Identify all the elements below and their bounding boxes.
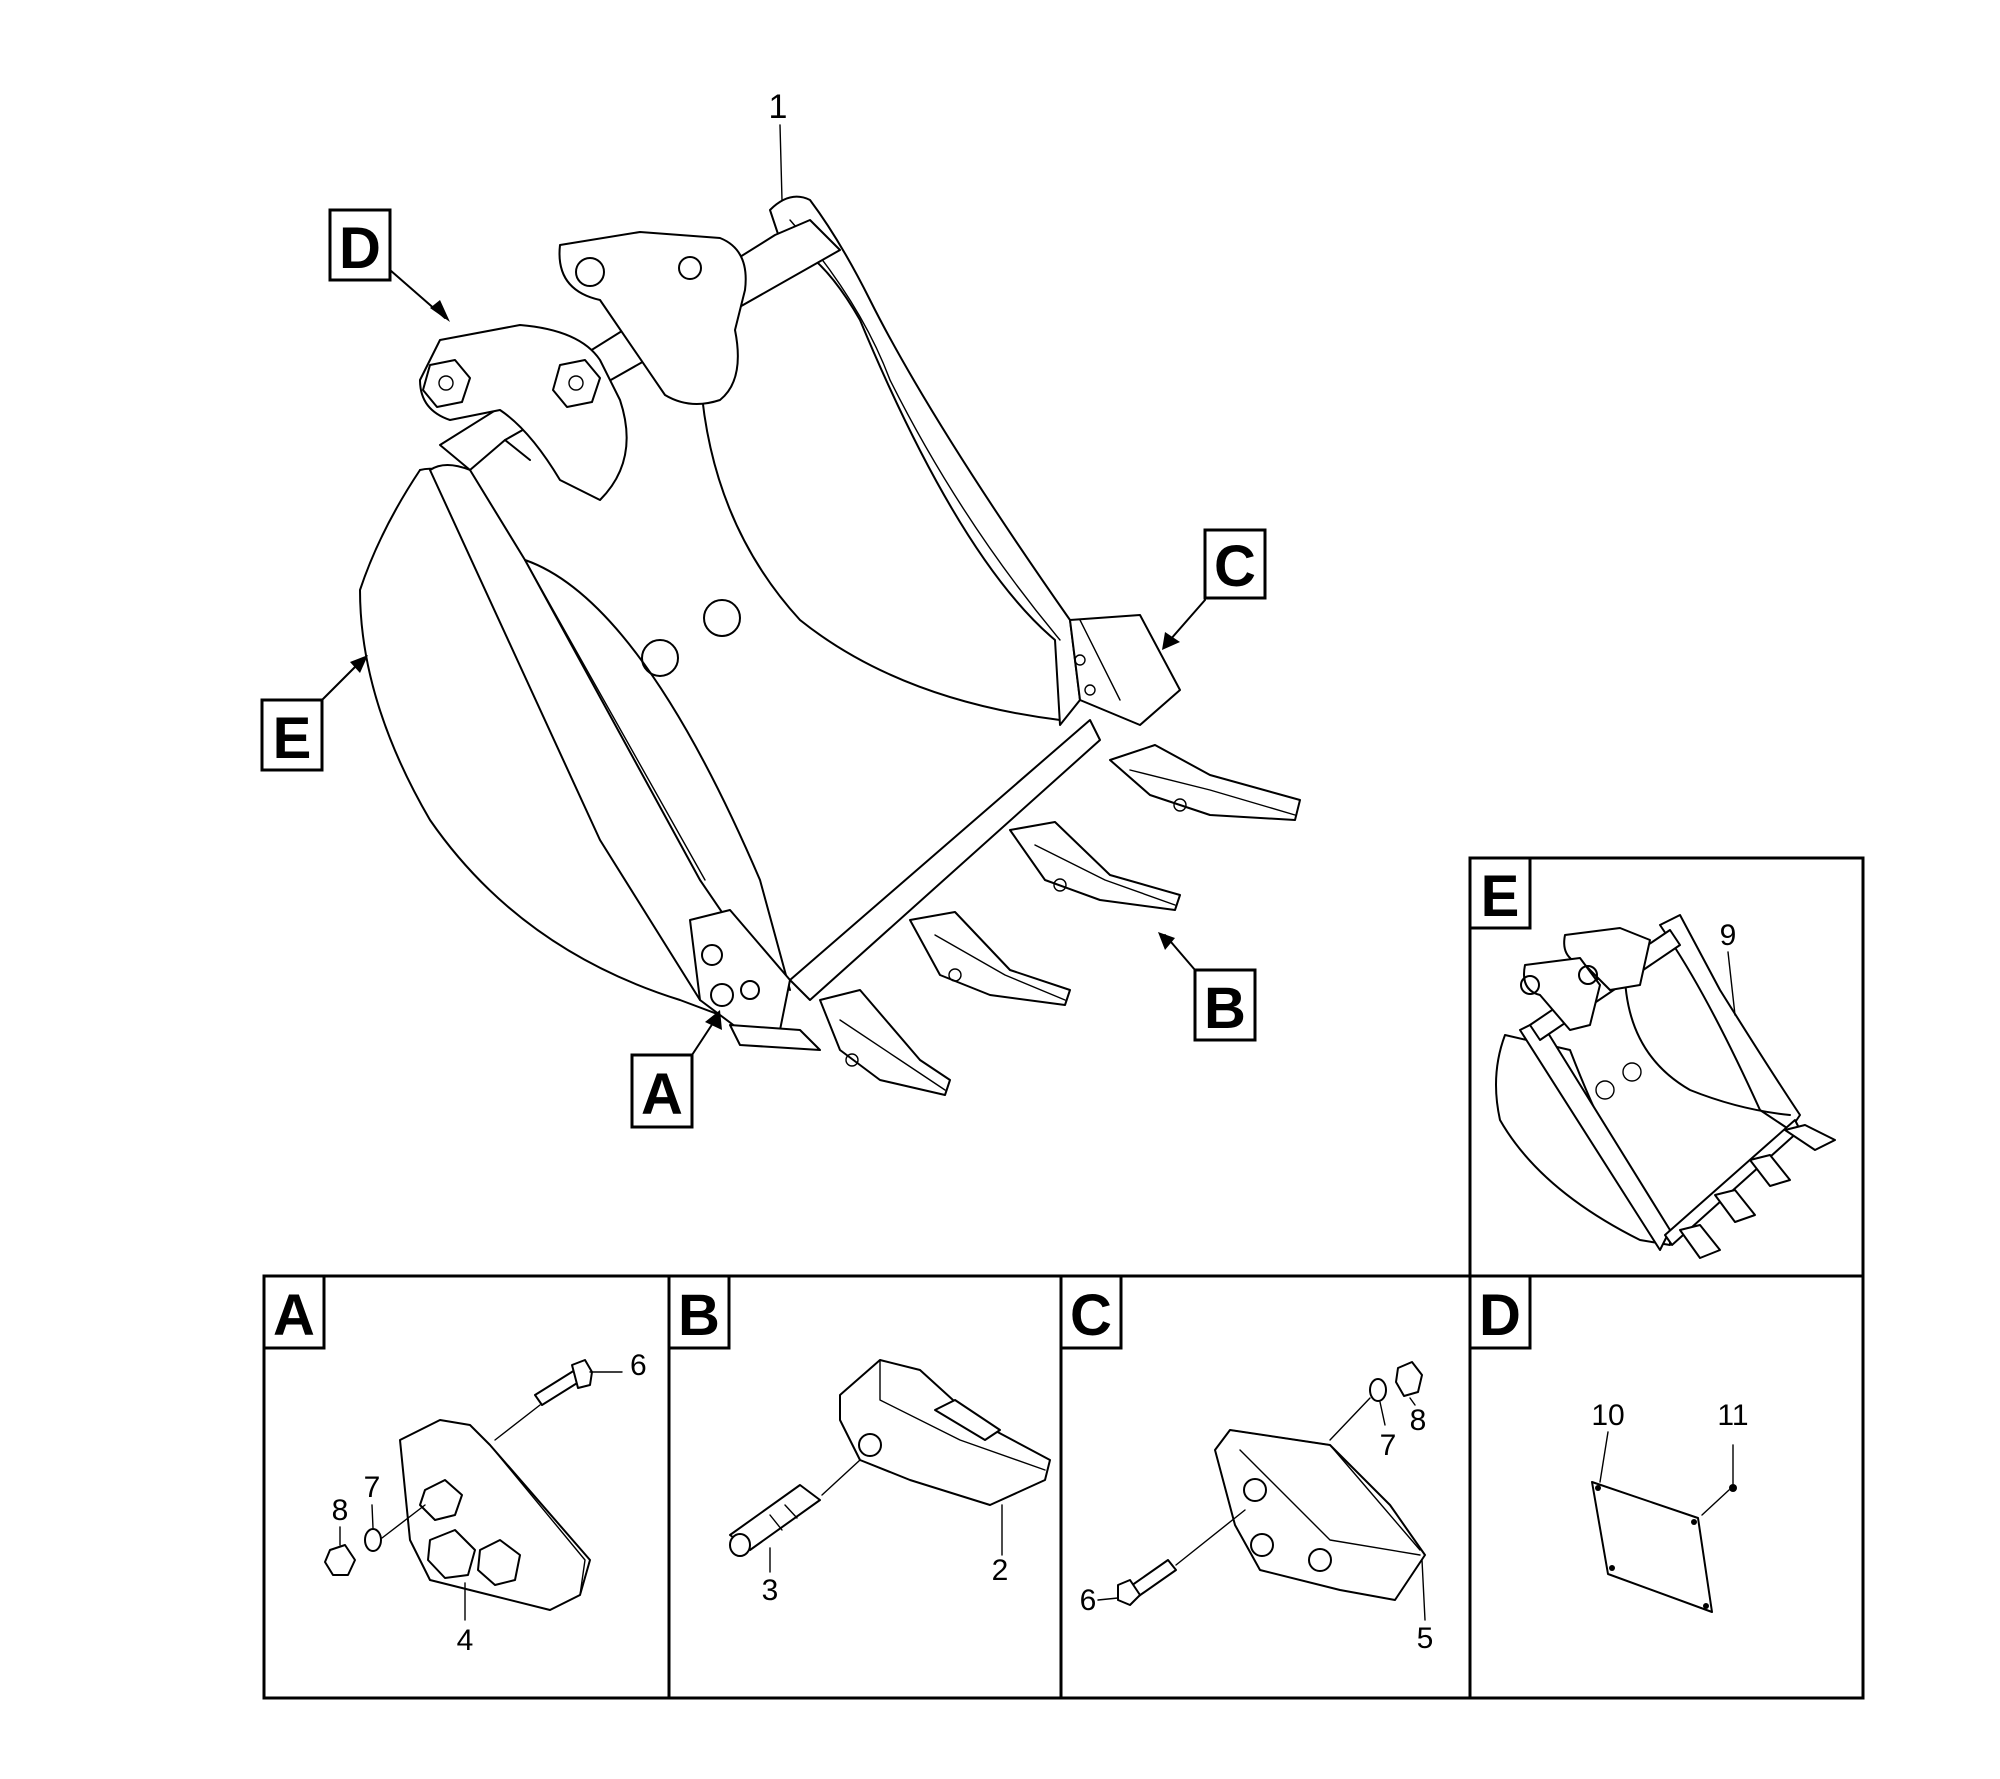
svg-text:B: B — [678, 1283, 720, 1348]
svg-text:D: D — [1479, 1283, 1521, 1348]
svg-text:7: 7 — [364, 1471, 381, 1504]
nut-8-a — [324, 1544, 356, 1576]
svg-text:8: 8 — [332, 1494, 349, 1527]
svg-text:B: B — [1204, 976, 1246, 1041]
main-bucket-drawing — [359, 195, 1301, 1096]
side-cutter-a — [399, 1419, 591, 1611]
svg-text:3: 3 — [762, 1574, 779, 1607]
svg-text:D: D — [339, 216, 381, 281]
nut-8-c — [1395, 1361, 1423, 1397]
detail-panel-e: E 9 — [1468, 856, 1865, 1278]
tooth-2-detail — [839, 1359, 1051, 1506]
svg-text:E: E — [1481, 864, 1520, 929]
tooth-4 — [1109, 744, 1301, 821]
bucket-overview-small — [1495, 914, 1836, 1259]
svg-text:A: A — [641, 1062, 683, 1127]
tooth-2 — [909, 911, 1071, 1006]
bolt-6-a — [494, 1359, 593, 1441]
side-cutter-c — [1214, 1429, 1426, 1601]
tag-c: C — [1162, 528, 1267, 650]
detail-panel-b: B 2 3 — [667, 1274, 1063, 1700]
svg-text:2: 2 — [992, 1554, 1009, 1587]
svg-text:1: 1 — [769, 88, 788, 126]
washer-7-a — [364, 1504, 426, 1552]
callout-part-1: 1 — [769, 88, 788, 201]
svg-text:C: C — [1214, 534, 1256, 599]
detail-panel-c: C 6 7 8 5 — [1059, 1274, 1472, 1700]
pin-3-detail — [729, 1459, 861, 1557]
svg-text:6: 6 — [630, 1349, 647, 1382]
svg-text:8: 8 — [1410, 1404, 1427, 1437]
tag-e: E — [260, 655, 368, 772]
tag-a: A — [630, 1010, 722, 1129]
svg-text:10: 10 — [1591, 1399, 1624, 1432]
svg-text:C: C — [1070, 1283, 1112, 1348]
detail-panel-a: A 6 7 8 4 — [262, 1274, 671, 1700]
svg-text:A: A — [273, 1283, 315, 1348]
svg-text:4: 4 — [457, 1624, 474, 1657]
detail-panel-d: D 10 11 — [1468, 1274, 1865, 1700]
svg-text:9: 9 — [1720, 919, 1737, 952]
tag-d: D — [328, 208, 450, 322]
washer-7-c — [1329, 1378, 1387, 1441]
cover-plate-10 — [1591, 1481, 1713, 1613]
tag-b: B — [1158, 932, 1257, 1042]
svg-text:11: 11 — [1717, 1399, 1748, 1432]
svg-text:E: E — [273, 706, 312, 771]
svg-text:7: 7 — [1380, 1429, 1397, 1462]
tooth-3 — [1009, 821, 1181, 911]
svg-text:5: 5 — [1417, 1622, 1434, 1655]
svg-text:6: 6 — [1080, 1584, 1097, 1617]
tooth-1 — [819, 989, 951, 1096]
bolt-6-c — [1117, 1509, 1246, 1606]
screw-11 — [1701, 1444, 1737, 1516]
